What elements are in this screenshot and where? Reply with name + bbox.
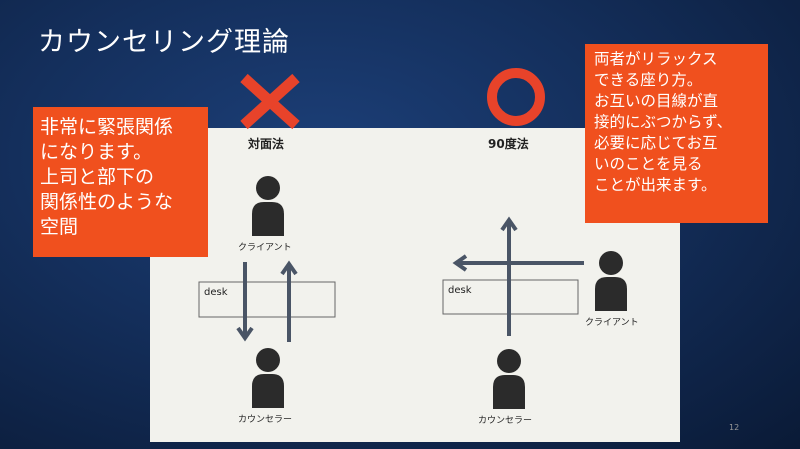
right-counselor-label: カウンセラー — [478, 416, 533, 426]
note-line: 接的にぶつからず、 — [594, 113, 733, 131]
right-diagram-heading: 90度法 — [488, 137, 529, 151]
left-diagram-heading: 対面法 — [248, 137, 285, 151]
note-line: になります。 — [40, 141, 153, 163]
right-note-callout: 両者がリラックス できる座り方。 お互いの目線が直 接的にぶつからず、 必要に応… — [585, 44, 768, 223]
left-note-callout: 非常に緊張関係 になります。 上司と部下の 関係性のような 空間 — [33, 107, 208, 257]
arrow-left-icon — [452, 254, 584, 272]
slide-title: カウンセリング理論 — [38, 27, 290, 58]
note-line: 空間 — [40, 216, 79, 238]
counselor-person-icon — [252, 348, 284, 408]
circle-mark-icon — [487, 68, 545, 126]
page-number: 12 — [729, 423, 740, 432]
arrow-up-icon — [280, 260, 298, 342]
note-line: 必要に応じてお互 — [594, 134, 718, 152]
note-line: 関係性のような — [40, 191, 174, 213]
note-line: 上司と部下の — [40, 166, 155, 188]
note-line: 両者がリラックス — [594, 50, 718, 68]
arrow-up-icon — [500, 216, 518, 336]
note-line: お互いの目線が直 — [594, 92, 719, 110]
right-client-label: クライアント — [585, 318, 639, 328]
desk-left — [198, 281, 336, 318]
note-line: いのことを見る — [594, 155, 703, 173]
note-line: できる座り方。 — [594, 71, 703, 89]
arrow-down-icon — [236, 262, 254, 342]
right-desk-label: desk — [448, 285, 472, 296]
left-client-label: クライアント — [238, 243, 292, 253]
x-mark-icon — [240, 73, 300, 130]
left-counselor-label: カウンセラー — [238, 415, 293, 425]
counselor-person-icon — [493, 349, 525, 409]
note-line: 非常に緊張関係 — [40, 116, 174, 138]
left-desk-label: desk — [204, 287, 228, 298]
client-person-icon — [252, 176, 284, 236]
client-person-icon — [595, 251, 627, 311]
note-line: ことが出来ます。 — [594, 176, 717, 194]
